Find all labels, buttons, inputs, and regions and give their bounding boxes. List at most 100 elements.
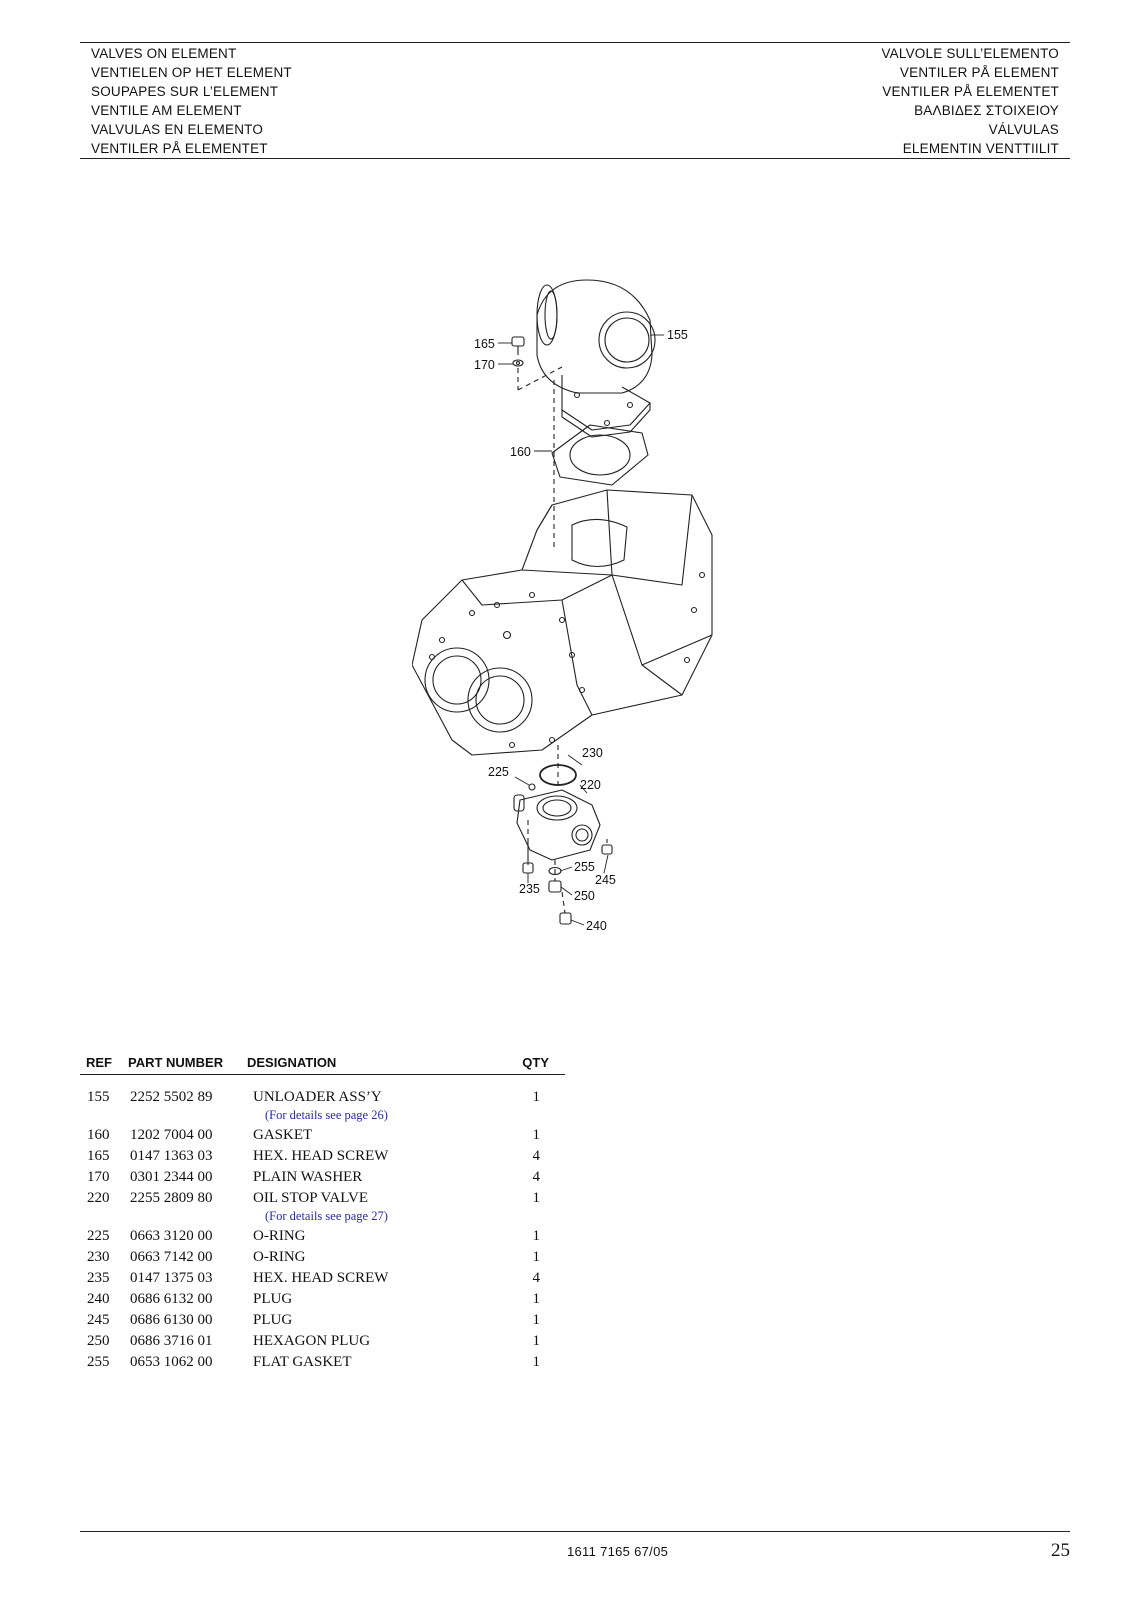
callout-220: 220 — [580, 778, 601, 792]
cross-reference-note: (For details see page 26) — [265, 1108, 388, 1122]
row-part-number: 0147 1363 03 — [130, 1148, 213, 1164]
row-qty: 1 — [532, 1190, 541, 1206]
row-ref: 165 — [87, 1148, 110, 1164]
row-qty: 4 — [532, 1169, 541, 1185]
callout-235: 235 — [519, 882, 540, 896]
header-titles-left: VALVES ON ELEMENT VENTIELEN OP HET ELEME… — [91, 44, 292, 158]
column-header-designation: DESIGNATION — [247, 1055, 337, 1070]
table-row: 160 1202 7004 00 GASKET 1 — [80, 1125, 565, 1146]
callout-225: 225 — [488, 765, 509, 779]
row-qty: 1 — [532, 1127, 541, 1143]
row-qty: 1 — [532, 1312, 541, 1328]
header-title-nl: VENTIELEN OP HET ELEMENT — [91, 65, 292, 80]
row-ref: 160 — [87, 1127, 110, 1143]
row-ref: 220 — [87, 1190, 110, 1206]
callout-160: 160 — [510, 445, 531, 459]
row-qty: 1 — [532, 1291, 541, 1307]
unloader-assembly-drawing — [536, 279, 656, 438]
header-titles-right: VALVOLE SULL’ELEMENTO VENTILER PÅ ELEMEN… — [881, 44, 1059, 158]
page-header: VALVES ON ELEMENT VENTIELEN OP HET ELEME… — [80, 42, 1070, 159]
parts-table-header: REF PART NUMBER DESIGNATION QTY — [80, 1052, 565, 1075]
column-header-ref: REF — [86, 1055, 112, 1070]
cross-reference-note: (For details see page 27) — [265, 1209, 388, 1223]
row-qty: 1 — [532, 1249, 541, 1265]
row-ref: 255 — [87, 1354, 110, 1370]
row-qty: 4 — [532, 1270, 541, 1286]
parts-table: REF PART NUMBER DESIGNATION QTY 155 2252… — [80, 1052, 565, 1373]
row-qty: 1 — [532, 1354, 541, 1370]
table-row: 165 0147 1363 03 HEX. HEAD SCREW 4 — [80, 1146, 565, 1167]
row-part-number: 0686 3716 01 — [130, 1333, 213, 1349]
header-title-en: VALVES ON ELEMENT — [91, 46, 237, 61]
document-number: 1611 7165 67/05 — [567, 1544, 669, 1559]
exploded-view-drawing: 155 165 170 160 230 225 220 255 245 235 … — [411, 279, 713, 933]
row-designation: OIL STOP VALVE — [253, 1190, 369, 1206]
hexagon-plug-drawing — [548, 880, 562, 893]
oil-stop-valve-drawing — [513, 789, 601, 861]
compressor-element-drawing — [411, 489, 713, 756]
row-ref: 240 — [87, 1291, 110, 1307]
row-part-number: 2252 5502 89 — [130, 1089, 213, 1105]
row-part-number: 1202 7004 00 — [130, 1127, 213, 1143]
o-ring-225-drawing — [528, 783, 536, 791]
row-designation: GASKET — [253, 1127, 313, 1143]
table-row-note: (For details see page 26) — [80, 1108, 565, 1125]
callout-155: 155 — [667, 328, 688, 342]
table-row: 245 0686 6130 00 PLUG 1 — [80, 1310, 565, 1331]
row-part-number: 0653 1062 00 — [130, 1354, 213, 1370]
row-designation: PLUG — [253, 1312, 293, 1328]
table-row: 240 0686 6132 00 PLUG 1 — [80, 1289, 565, 1310]
table-row: 235 0147 1375 03 HEX. HEAD SCREW 4 — [80, 1268, 565, 1289]
row-ref: 235 — [87, 1270, 110, 1286]
header-title-pt: VÁLVULAS — [988, 122, 1059, 137]
header-title-de: VENTILE AM ELEMENT — [91, 103, 242, 118]
row-ref: 225 — [87, 1228, 110, 1244]
plug-240-drawing — [559, 912, 572, 925]
row-ref: 230 — [87, 1249, 110, 1265]
header-title-el: ΒΑΛΒΙΔΕΣ ΣΤΟΙΧΕΙΟΥ — [914, 103, 1059, 118]
row-designation: FLAT GASKET — [253, 1354, 352, 1370]
table-row: 225 0663 3120 00 O-RING 1 — [80, 1226, 565, 1247]
row-qty: 4 — [532, 1148, 541, 1164]
header-title-es: VALVULAS EN ELEMENTO — [91, 122, 264, 137]
row-part-number: 2255 2809 80 — [130, 1190, 213, 1206]
row-part-number: 0663 3120 00 — [130, 1228, 213, 1244]
table-row: 220 2255 2809 80 OIL STOP VALVE 1 — [80, 1188, 565, 1209]
header-title-no: VENTILER PÅ ELEMENTET — [882, 84, 1059, 99]
page-number: 25 — [1051, 1540, 1070, 1561]
row-ref: 250 — [87, 1333, 110, 1349]
row-ref: 245 — [87, 1312, 110, 1328]
callout-165: 165 — [474, 337, 495, 351]
row-ref: 155 — [87, 1089, 110, 1105]
callout-230: 230 — [582, 746, 603, 760]
screw-washer-drawing — [511, 336, 525, 367]
row-designation: UNLOADER ASS’Y — [253, 1089, 382, 1105]
callout-255: 255 — [574, 860, 595, 874]
plug-245-drawing — [601, 839, 613, 855]
parts-table-body: 155 2252 5502 89 UNLOADER ASS’Y 1 (For d… — [80, 1075, 565, 1373]
table-row: 230 0663 7142 00 O-RING 1 — [80, 1247, 565, 1268]
header-title-fr: SOUPAPES SUR L’ELEMENT — [91, 84, 279, 99]
header-title-it: VALVOLE SULL’ELEMENTO — [881, 46, 1059, 61]
row-designation: HEX. HEAD SCREW — [253, 1270, 389, 1286]
page-footer: 1611 7165 67/05 25 — [80, 1531, 1070, 1572]
exploded-view-figure: 155 165 170 160 230 225 220 255 245 235 … — [411, 275, 742, 955]
row-qty: 1 — [532, 1089, 541, 1105]
table-row: 155 2252 5502 89 UNLOADER ASS’Y 1 — [80, 1087, 565, 1108]
row-part-number: 0301 2344 00 — [130, 1169, 213, 1185]
table-row-note: (For details see page 27) — [80, 1209, 565, 1226]
callout-245: 245 — [595, 873, 616, 887]
row-designation: HEX. HEAD SCREW — [253, 1148, 389, 1164]
column-header-qty: QTY — [522, 1055, 549, 1070]
row-part-number: 0686 6132 00 — [130, 1291, 213, 1307]
callout-240: 240 — [586, 919, 607, 933]
row-designation: HEXAGON PLUG — [253, 1333, 371, 1349]
row-designation: PLUG — [253, 1291, 293, 1307]
table-row: 250 0686 3716 01 HEXAGON PLUG 1 — [80, 1331, 565, 1352]
column-header-part-number: PART NUMBER — [128, 1055, 224, 1070]
callout-250: 250 — [574, 889, 595, 903]
header-title-da: VENTILER PÅ ELEMENT — [899, 65, 1059, 80]
header-title-fi: ELEMENTIN VENTTIILIT — [902, 141, 1059, 156]
table-row: 255 0653 1062 00 FLAT GASKET 1 — [80, 1352, 565, 1373]
row-part-number: 0686 6130 00 — [130, 1312, 213, 1328]
